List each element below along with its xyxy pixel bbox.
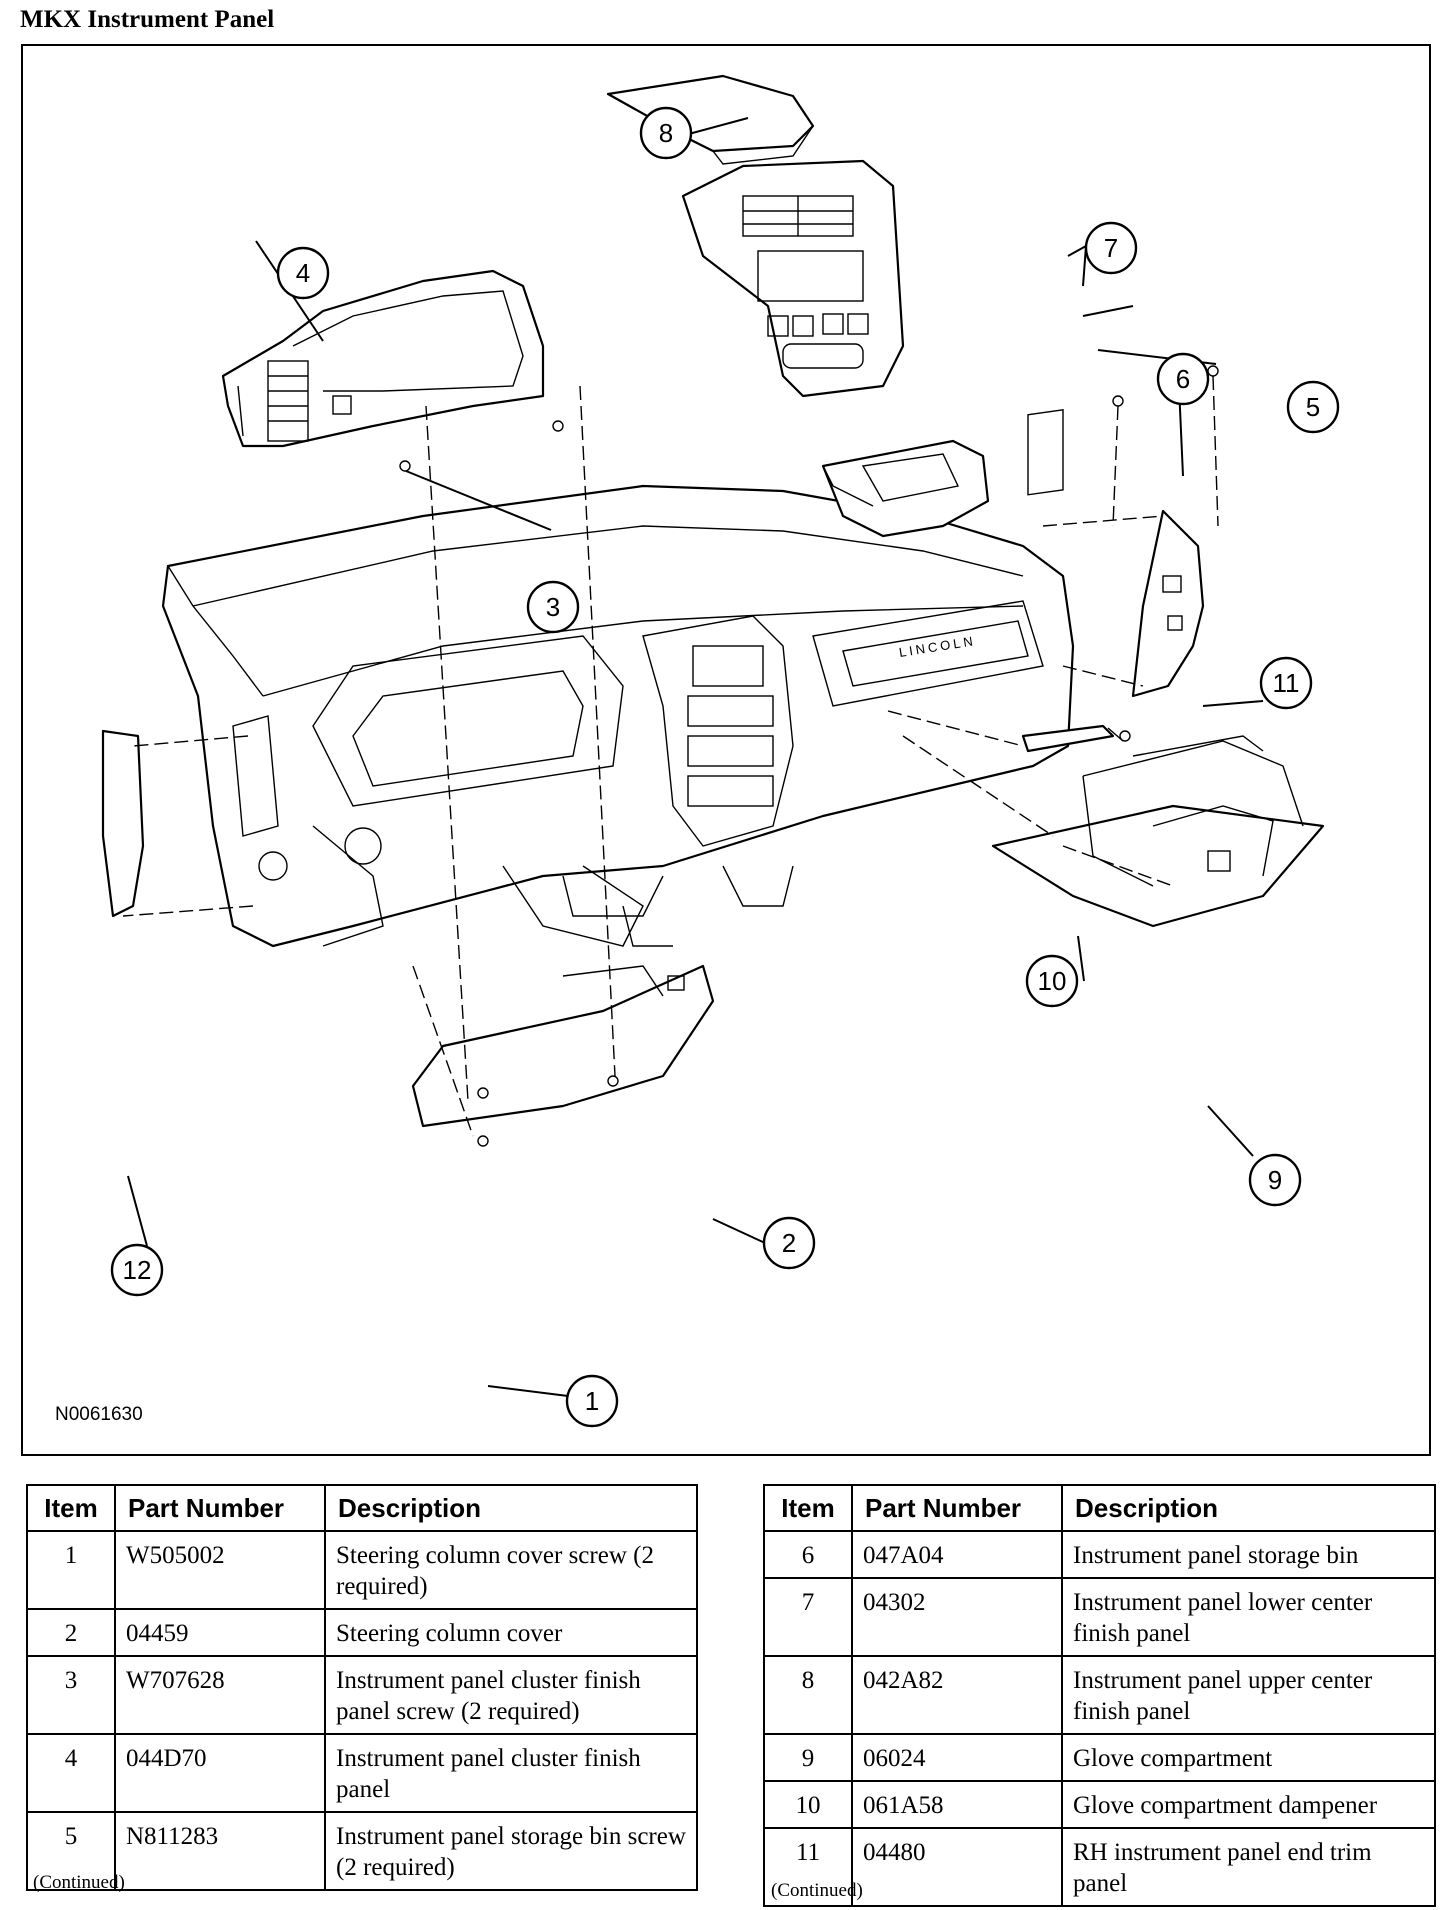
callout-1: 1 [565, 1374, 619, 1428]
svg-text:9: 9 [1268, 1165, 1282, 1195]
cell-part-number: N811283 [114, 1811, 326, 1891]
callout-9: 9 [1248, 1153, 1302, 1207]
cell-item: 7 [763, 1577, 853, 1657]
cell-part-number: 04459 [114, 1608, 326, 1657]
part-steering-column-cover [411, 964, 715, 1128]
cell-part-number: 042A82 [851, 1655, 1063, 1735]
cell-part-number: 04302 [851, 1577, 1063, 1657]
table-header-row: Item Part Number Description [763, 1484, 1436, 1532]
table-header-row: Item Part Number Description [26, 1484, 698, 1532]
callout-5: 5 [1286, 380, 1340, 434]
header-item: Item [763, 1484, 853, 1532]
svg-text:4: 4 [296, 258, 310, 288]
cell-item: 9 [763, 1733, 853, 1782]
svg-text:7: 7 [1104, 233, 1118, 263]
cell-item: 10 [763, 1780, 853, 1829]
callout-4: 4 [276, 246, 330, 300]
instrument-panel-body: LINCOLN [161, 409, 1075, 948]
svg-text:8: 8 [659, 118, 673, 148]
callout-8: 8 [639, 106, 693, 160]
header-description: Description [324, 1484, 698, 1532]
part-storage-bin [821, 439, 990, 538]
svg-text:11: 11 [1273, 668, 1300, 698]
callout-2: 2 [762, 1216, 816, 1270]
header-description: Description [1061, 1484, 1436, 1532]
part-cluster-finish-panel [221, 269, 545, 448]
svg-text:5: 5 [1306, 392, 1320, 422]
exploded-diagram: LINCOLN [21, 44, 1431, 1456]
cell-description: Glove compartment [1061, 1733, 1436, 1782]
callout-11: 11 [1259, 656, 1313, 710]
cell-item: 11 [763, 1827, 853, 1907]
cell-item: 3 [26, 1655, 116, 1735]
svg-text:2: 2 [782, 1228, 796, 1258]
diagram-svg: LINCOLN [101, 74, 1340, 1428]
cell-description: Instrument panel storage bin [1061, 1530, 1436, 1579]
cell-item: 4 [26, 1733, 116, 1813]
svg-text:10: 10 [1038, 966, 1067, 996]
cell-description: RH instrument panel end trim panel [1061, 1827, 1436, 1907]
cell-description: Instrument panel cluster finish panel [324, 1733, 698, 1813]
fasteners [399, 365, 1219, 1147]
cell-item: 6 [763, 1530, 853, 1579]
cell-part-number: 044D70 [114, 1733, 326, 1813]
part-upper-center-finish-panel [606, 74, 815, 165]
cell-item: 1 [26, 1530, 116, 1610]
callout-6: 6 [1156, 352, 1210, 406]
part-rh-end-trim [1131, 509, 1205, 698]
cell-description: Steering column cover screw (2 required) [324, 1530, 698, 1610]
callout-3: 3 [526, 580, 580, 634]
alignment-lines [122, 375, 1219, 1137]
callout-12: 12 [110, 1243, 164, 1297]
header-item: Item [26, 1484, 116, 1532]
cell-part-number: 061A58 [851, 1780, 1063, 1829]
continued-note-right: (Continued) [771, 1880, 863, 1901]
part-glove-compartment [991, 735, 1325, 928]
cell-description: Instrument panel cluster finish panel sc… [324, 1655, 698, 1735]
svg-text:1: 1 [585, 1386, 599, 1416]
cell-part-number: W707628 [114, 1655, 326, 1735]
svg-text:3: 3 [546, 592, 560, 622]
part-lh-end-trim [101, 729, 145, 918]
part-lower-center-finish-panel [681, 159, 905, 398]
cell-description: Instrument panel lower center finish pan… [1061, 1577, 1436, 1657]
cell-part-number: 04480 [851, 1827, 1063, 1907]
header-part-number: Part Number [114, 1484, 326, 1532]
figure-id: N0061630 [55, 1404, 143, 1425]
cell-part-number: W505002 [114, 1530, 326, 1610]
callout-10: 10 [1025, 954, 1079, 1008]
callout-7: 7 [1084, 221, 1138, 275]
cell-description: Instrument panel upper center finish pan… [1061, 1655, 1436, 1735]
cell-item: 8 [763, 1655, 853, 1735]
cell-description: Glove compartment dampener [1061, 1780, 1436, 1829]
cell-description: Steering column cover [324, 1608, 698, 1657]
svg-text:12: 12 [123, 1255, 152, 1285]
svg-text:6: 6 [1176, 364, 1190, 394]
header-part-number: Part Number [851, 1484, 1063, 1532]
cell-description: Instrument panel storage bin screw (2 re… [324, 1811, 698, 1891]
continued-note-left: (Continued) [33, 1872, 125, 1893]
cell-item: 2 [26, 1608, 116, 1657]
page-title: MKX Instrument Panel [20, 6, 275, 33]
cell-item: 5 [26, 1811, 116, 1891]
cell-part-number: 047A04 [851, 1530, 1063, 1579]
cell-part-number: 06024 [851, 1733, 1063, 1782]
